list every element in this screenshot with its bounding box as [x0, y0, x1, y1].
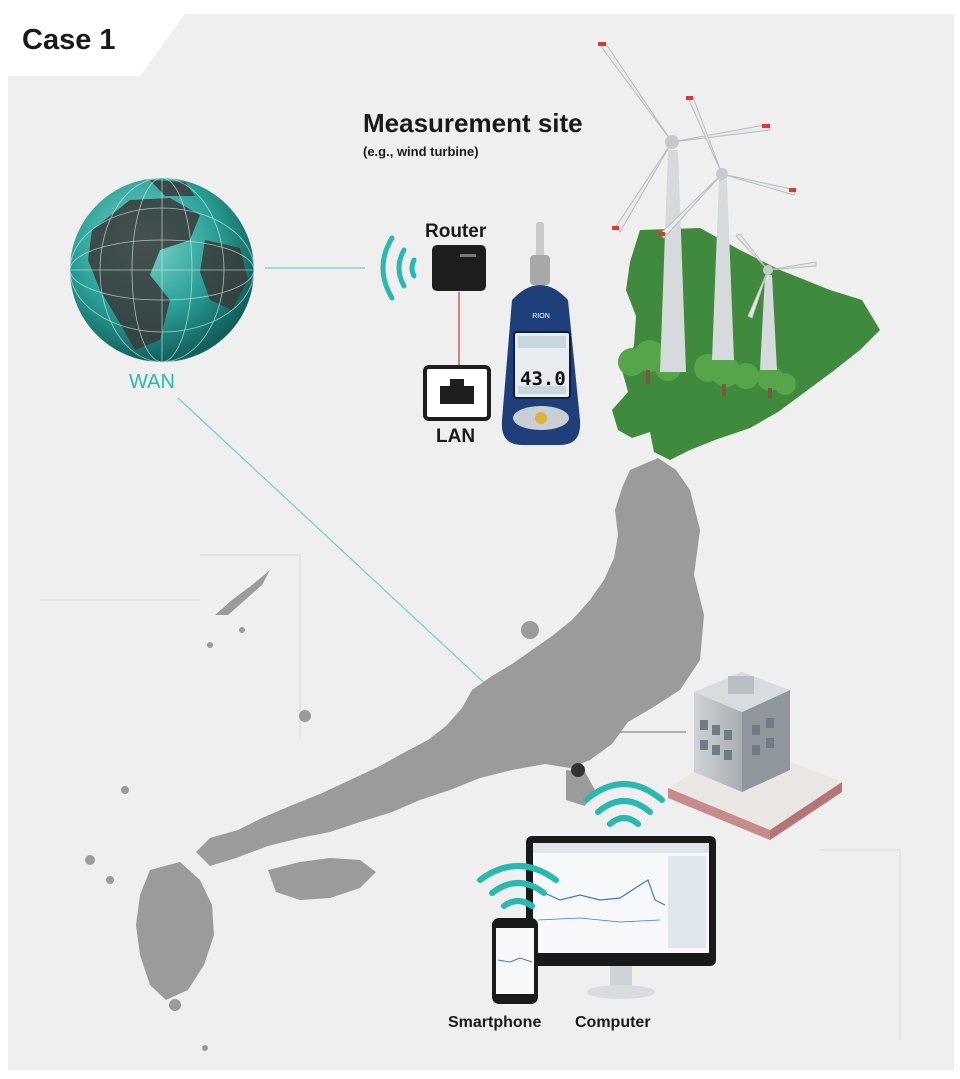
case-label: Case 1 [22, 24, 116, 56]
site-subtitle: (e.g., wind turbine) [363, 144, 479, 159]
svg-text:RION: RION [532, 313, 550, 320]
wan-label: WAN [129, 371, 175, 393]
smartphone-label: Smartphone [448, 1014, 542, 1031]
site-title: Measurement site [363, 108, 583, 138]
wind-turbine-icon [598, 42, 817, 372]
sound-level-meter-icon: RION [501, 222, 581, 445]
lan-label: LAN [436, 426, 476, 447]
router-icon [432, 245, 486, 291]
case-tab [0, 0, 195, 76]
lan-port-icon [423, 365, 491, 421]
location-marker [571, 763, 585, 777]
smartphone-icon [492, 918, 538, 1004]
router-label: Router [425, 221, 487, 242]
computer-label: Computer [575, 1014, 651, 1031]
meter-reading: 43.0 [520, 368, 566, 390]
globe-icon [69, 177, 255, 363]
wifi-icon [380, 235, 417, 301]
wifi-icon [477, 863, 559, 909]
wifi-icon [583, 781, 665, 827]
office-building-icon [668, 672, 842, 840]
computer-icon [526, 836, 716, 999]
